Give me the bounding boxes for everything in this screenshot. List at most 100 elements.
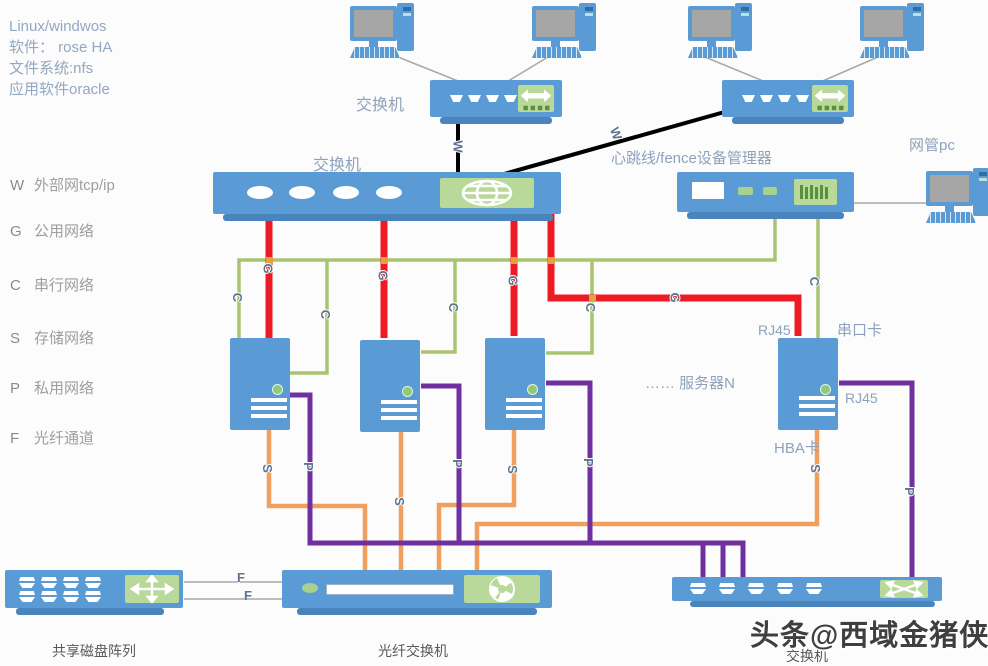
legend-label: 公用网络: [34, 223, 95, 240]
indicator-chip: [738, 187, 753, 195]
port-icon: [333, 186, 359, 199]
watermark: 头条@西域金猪侠: [750, 620, 988, 652]
pc-keyboard: [860, 47, 910, 58]
crossed-arrows-icon: [880, 580, 928, 598]
p-letter: P: [901, 487, 917, 496]
power-led-icon: [272, 384, 283, 395]
external-net-lines: [456, 109, 729, 176]
rj45-top-label: RJ45: [758, 322, 791, 338]
pc-tower: [397, 3, 414, 51]
power-led-icon: [402, 386, 413, 397]
port-icon: [450, 95, 463, 102]
fiber-switch: [282, 570, 552, 608]
workstation-pc-4: [860, 3, 924, 61]
port-icon: [504, 95, 517, 102]
legend-letter: P: [10, 380, 21, 397]
vent-bar: [251, 406, 287, 410]
vent-bar: [506, 414, 542, 418]
serial-net-lines: [237, 212, 820, 375]
g-line-servern: [547, 212, 802, 336]
vent-bar: [381, 416, 417, 420]
indicator-chip: [763, 187, 777, 195]
p-letter: P: [300, 462, 316, 471]
p-line-server1: [290, 392, 746, 579]
pc-monitor: [860, 6, 907, 41]
core-switch-label: 交换机: [313, 157, 362, 174]
port-icon: [806, 583, 822, 595]
junction-dot: [266, 257, 273, 264]
access-switch-left: [430, 80, 562, 117]
s-letter: S: [504, 465, 520, 474]
port-icon: [777, 583, 793, 595]
server-n: [778, 338, 838, 430]
legend-letter: G: [10, 223, 22, 240]
left-right-arrows-icon: [812, 85, 848, 112]
p-line-servern: [839, 380, 915, 579]
f-letter: F: [237, 570, 245, 585]
disk-array-label: 共享磁盘阵列: [52, 643, 136, 659]
pc-keyboard: [926, 212, 976, 223]
junction-dot: [381, 257, 388, 264]
c-letter: C: [446, 302, 462, 313]
port-icon: [690, 583, 706, 595]
pc-monitor: [350, 6, 397, 41]
pc-monitor: [532, 6, 579, 41]
s-line-server3: [436, 430, 517, 572]
port-icon: [486, 95, 499, 102]
server-1: [230, 338, 290, 430]
g-letter: G: [260, 263, 276, 274]
vent-bar: [506, 406, 542, 410]
s-letter: S: [259, 464, 275, 473]
vent-bar: [381, 400, 417, 404]
pc-screen: [354, 10, 393, 37]
indicator-dot: [302, 583, 318, 593]
info-line: Linux/windwos: [9, 18, 107, 35]
port-icon: [41, 591, 57, 603]
server-n-label: …… 服务器N: [645, 375, 736, 392]
port-icon: [778, 95, 791, 102]
c-letter: C: [807, 276, 823, 287]
port-icon: [468, 95, 481, 102]
pc-stand: [945, 206, 954, 212]
port-bars-icon: [794, 179, 837, 205]
pc-tower: [735, 3, 752, 51]
port-icon: [760, 95, 773, 102]
device-shadow: [440, 117, 552, 124]
port-icon: [19, 577, 35, 589]
device-shadow: [223, 214, 553, 221]
s-line-server1: [266, 430, 368, 572]
s-letter: S: [807, 464, 823, 473]
vent-bar: [799, 412, 835, 416]
private-net-lines: [290, 380, 915, 579]
pc-tower: [973, 168, 988, 216]
info-line: 文件系统:nfs: [9, 60, 94, 77]
management-pc: [926, 168, 988, 226]
fiber-switch-label: 光纤交换机: [378, 643, 448, 659]
port-icon: [719, 583, 735, 595]
legend-row-g: G 公用网络: [10, 220, 94, 241]
rj45-right-label: RJ45: [845, 390, 878, 406]
info-line: 软件： rose HA: [9, 39, 113, 56]
server-3: [485, 338, 545, 430]
g-letter: G: [375, 270, 391, 281]
port-icon: [247, 186, 273, 199]
pc-keyboard: [688, 47, 738, 58]
legend-letter: F: [10, 430, 20, 447]
c-line-server1: [290, 260, 329, 375]
pc-stand: [707, 41, 716, 47]
c-letter: C: [230, 292, 246, 303]
legend-letter: C: [10, 277, 21, 294]
port-icon: [742, 95, 755, 102]
port-icon: [748, 583, 764, 595]
pc-tower: [907, 3, 924, 51]
workstation-pc-2: [532, 3, 596, 61]
f-letter: F: [244, 588, 252, 603]
power-led-icon: [527, 384, 538, 395]
info-line: 应用软件oracle: [9, 81, 110, 98]
legend-label: 外部网tcp/ip: [34, 177, 115, 194]
pc-monitor: [926, 171, 973, 206]
access-switch-right: [722, 80, 854, 117]
junction-dot: [589, 295, 596, 302]
